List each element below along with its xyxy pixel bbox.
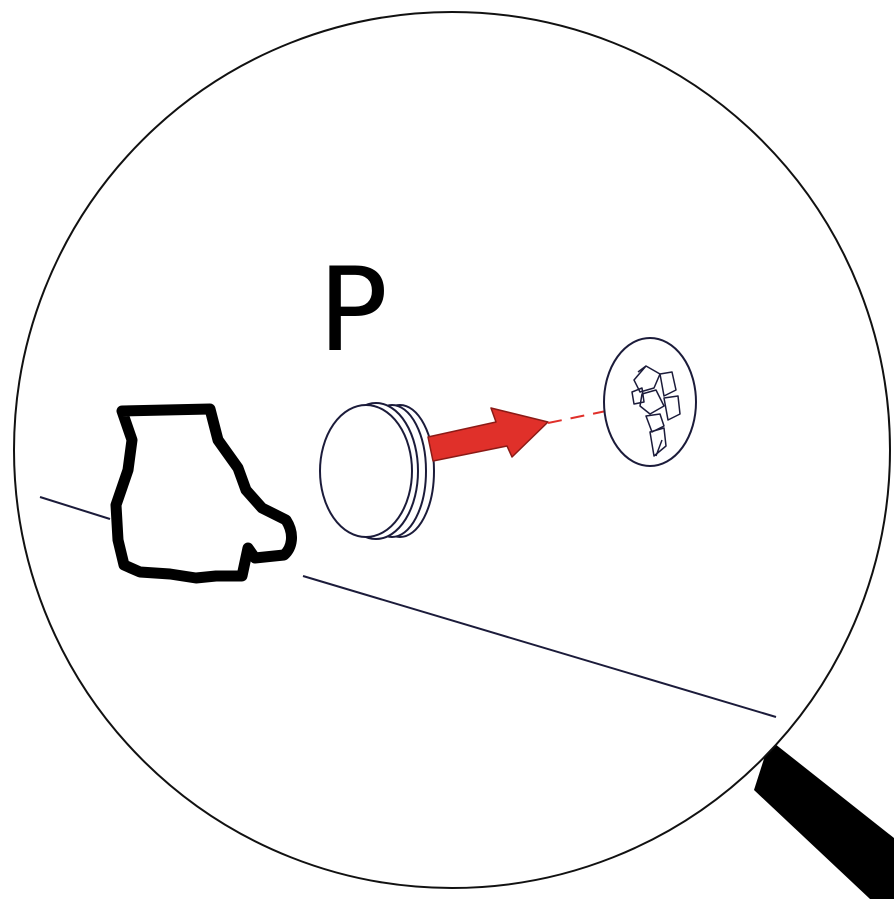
rough-hole-icon: [603, 337, 697, 467]
surface-line: [39, 496, 777, 718]
part-label: P: [318, 243, 388, 378]
magnifier-handle: [754, 740, 894, 899]
insert-direction-arrow-icon: [427, 407, 549, 462]
insert-guide-dashed-line: [547, 401, 651, 424]
fist-hand-icon: [110, 403, 297, 584]
round-cover-cap-icon: [319, 402, 435, 540]
